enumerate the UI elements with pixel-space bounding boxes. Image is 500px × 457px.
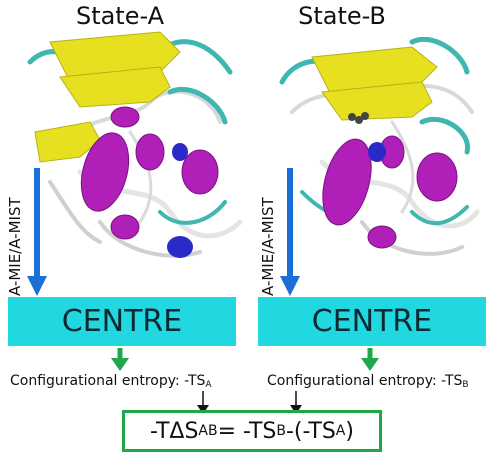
entropy-label-b-sub: B (462, 380, 469, 390)
eq-sub2: B (276, 423, 286, 439)
black-arrow-a (197, 391, 209, 414)
entropy-label-a: Configurational entropy: -TSA (10, 373, 212, 390)
green-arrow-a (111, 348, 129, 371)
protein-structure-a (27, 31, 243, 258)
state-b-title: State-B (298, 2, 386, 30)
green-arrow-b (361, 348, 379, 371)
entropy-label-b: Configurational entropy: -TSB (267, 373, 469, 390)
eq-part1: -TΔS (150, 418, 199, 444)
centre-box-b: CENTRE (258, 297, 486, 346)
entropy-label-a-sub: A (205, 380, 212, 390)
eq-sub1: AB (198, 423, 218, 439)
state-a-title: State-A (75, 2, 165, 30)
entropy-label-a-text: Configurational entropy: -TS (10, 373, 206, 389)
eq-part4: ) (345, 418, 354, 444)
eq-part2: = -TS (217, 418, 277, 444)
side-label-b: A-MIE/A-MIST (259, 197, 277, 296)
eq-part3: -(-TS (285, 418, 336, 444)
protein-structure-b (279, 36, 480, 256)
blue-arrow-a (27, 168, 47, 296)
centre-box-a: CENTRE (8, 297, 236, 346)
eq-sub3: A (335, 423, 346, 439)
blue-arrow-b (280, 168, 300, 296)
side-label-a: A-MIE/A-MIST (6, 197, 24, 296)
black-arrow-b (290, 391, 302, 414)
entropy-label-b-text: Configurational entropy: -TS (267, 373, 463, 389)
